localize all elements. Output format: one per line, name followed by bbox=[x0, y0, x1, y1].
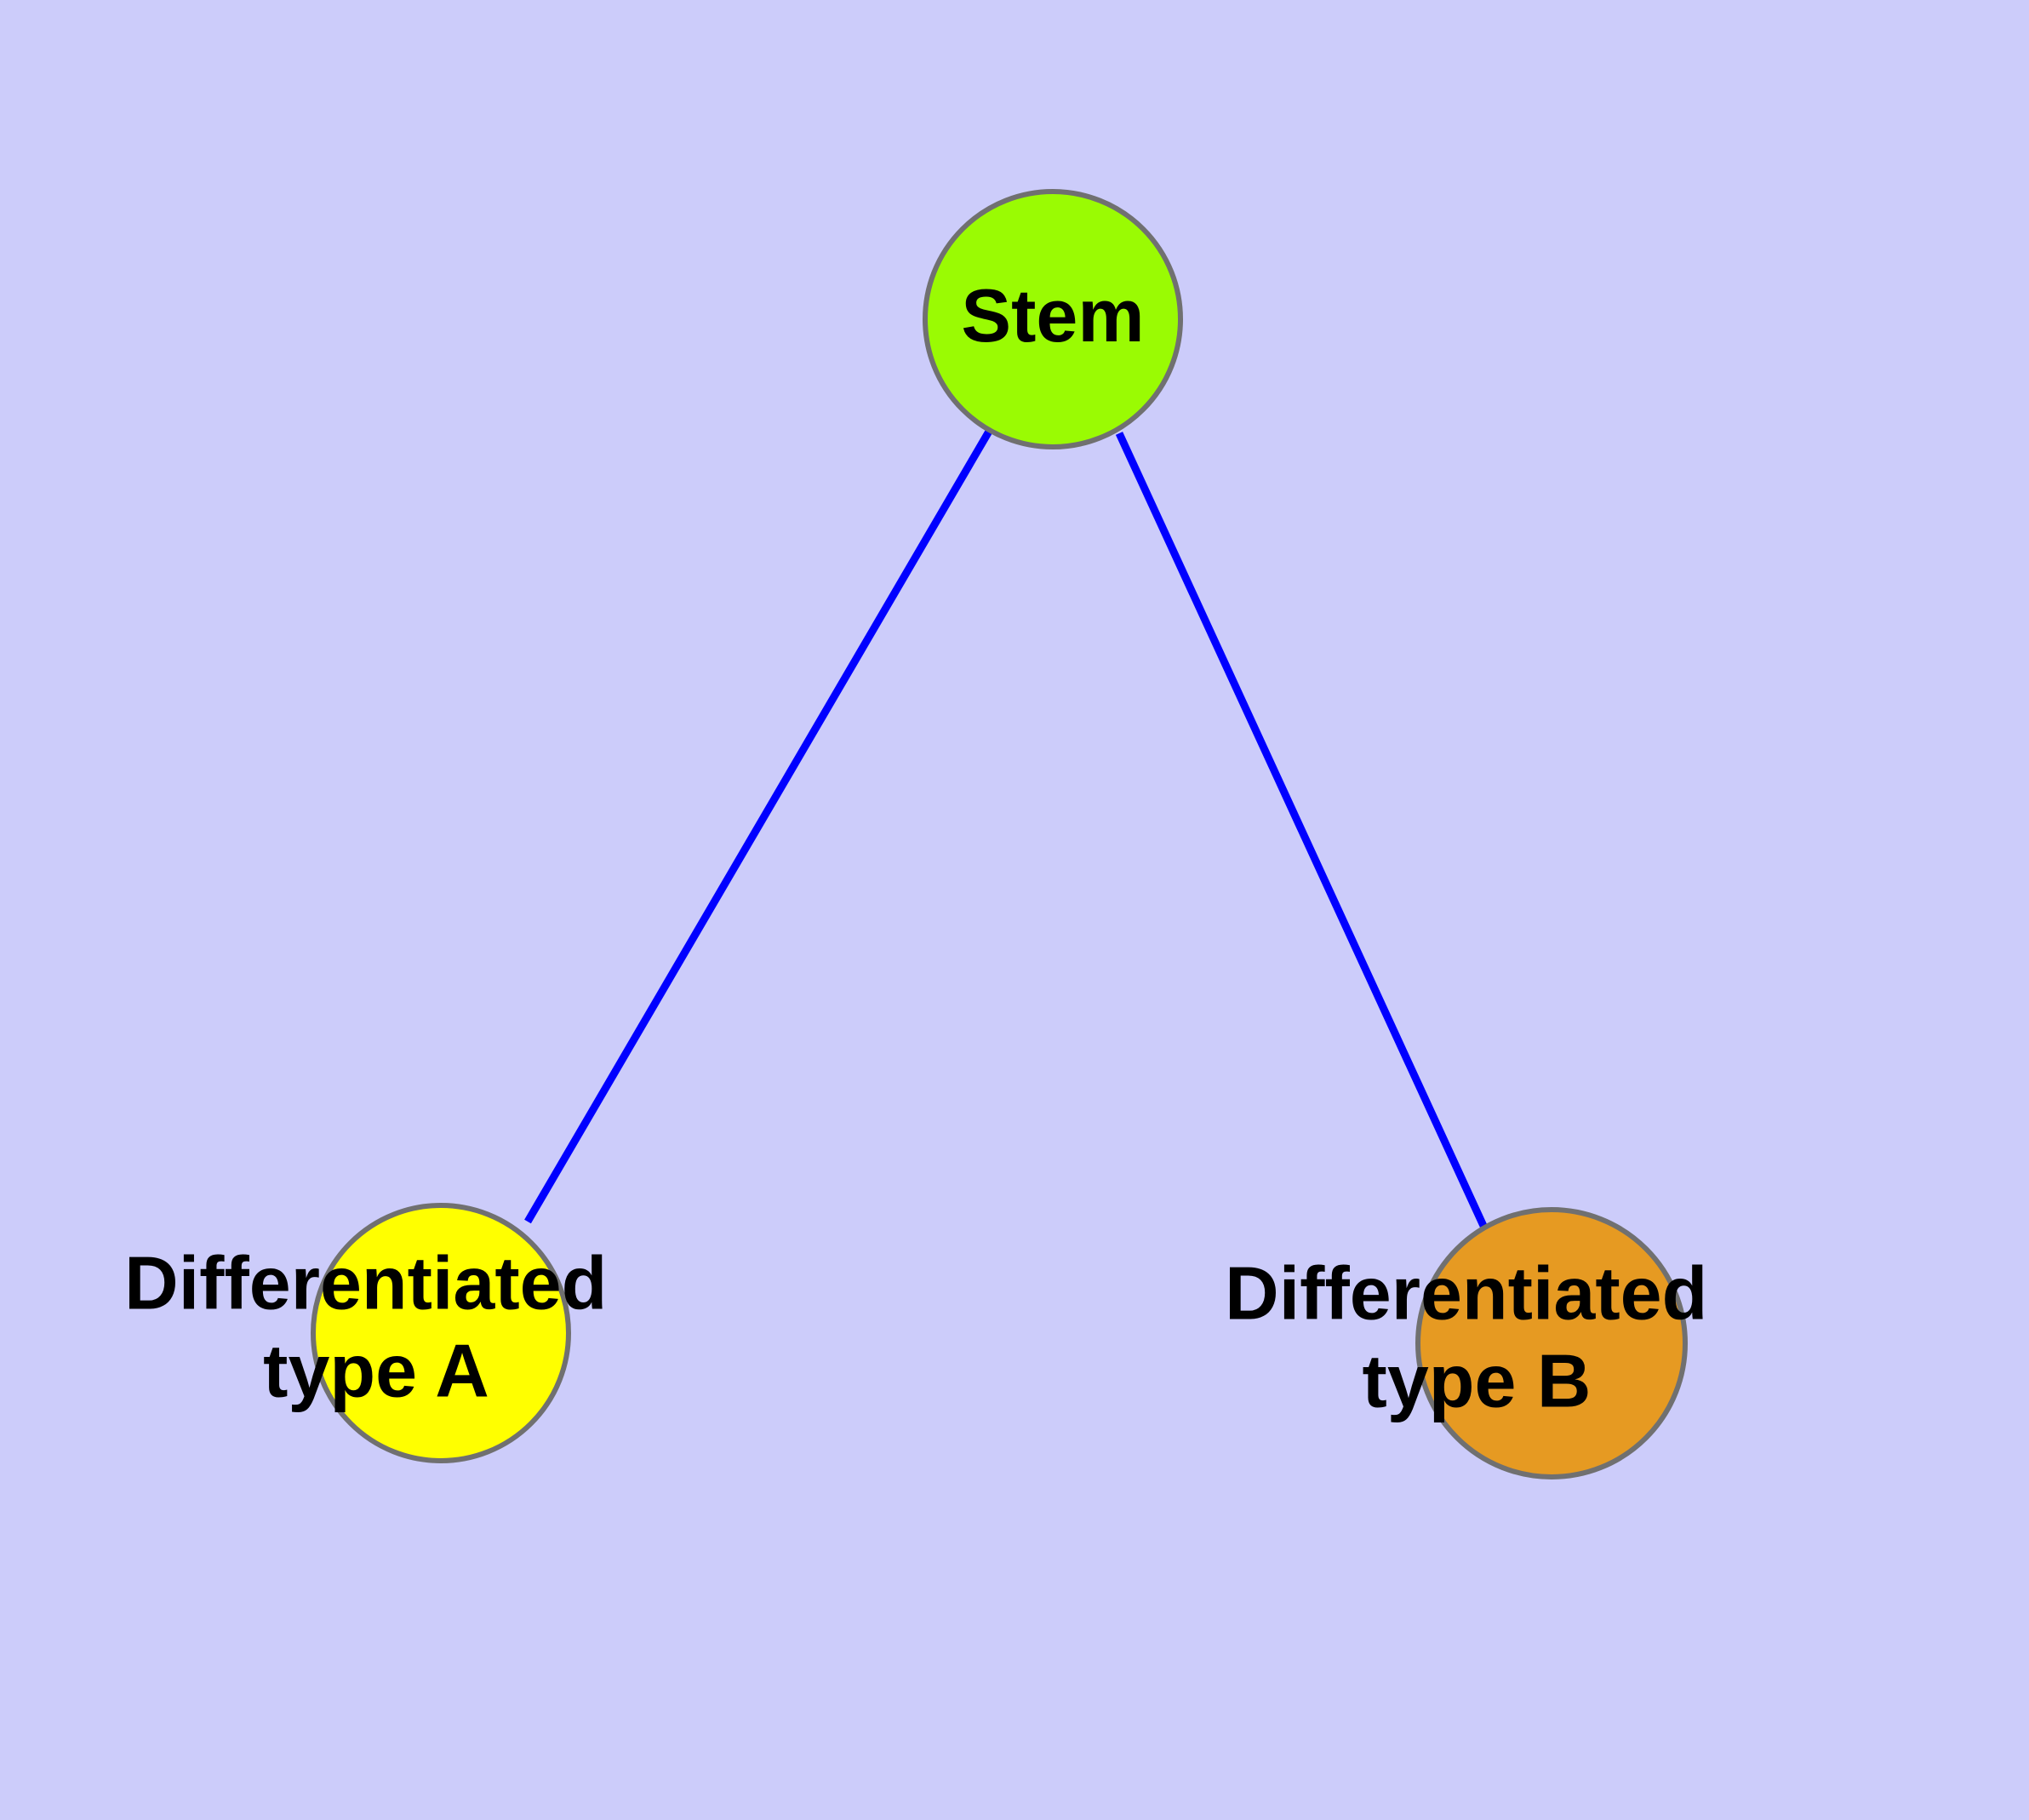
edge-stem-to-differentiated-type-b bbox=[1115, 432, 1488, 1228]
edges-group bbox=[524, 427, 1488, 1228]
node-differentiated-type-b[interactable]: Differentiated type B bbox=[1225, 1207, 1729, 1479]
node-stem[interactable]: Stem bbox=[923, 189, 1183, 449]
stem-node-circle[interactable] bbox=[923, 189, 1183, 449]
type-b-label-line-1: Differentiated bbox=[1225, 1251, 1707, 1336]
nodes-group: Stem Differentiated type A Differentiate… bbox=[124, 189, 1729, 1479]
type-a-label-line-2: type A bbox=[263, 1329, 489, 1413]
node-differentiated-type-a[interactable]: Differentiated type A bbox=[124, 1203, 628, 1463]
stem-node-label: Stem bbox=[961, 273, 1144, 358]
differentiated-type-b-node-label: Differentiated type B bbox=[1225, 1251, 1729, 1423]
type-a-label-line-1: Differentiated bbox=[124, 1241, 607, 1325]
differentiated-type-b-node-circle[interactable] bbox=[1415, 1207, 1688, 1479]
edge-stem-to-differentiated-type-a bbox=[524, 427, 993, 1224]
type-b-label-line-2: type B bbox=[1363, 1339, 1592, 1423]
stem-label-line-1: Stem bbox=[961, 273, 1144, 358]
differentiated-type-a-node-label: Differentiated type A bbox=[124, 1241, 628, 1413]
differentiated-type-a-node-circle[interactable] bbox=[311, 1203, 571, 1463]
